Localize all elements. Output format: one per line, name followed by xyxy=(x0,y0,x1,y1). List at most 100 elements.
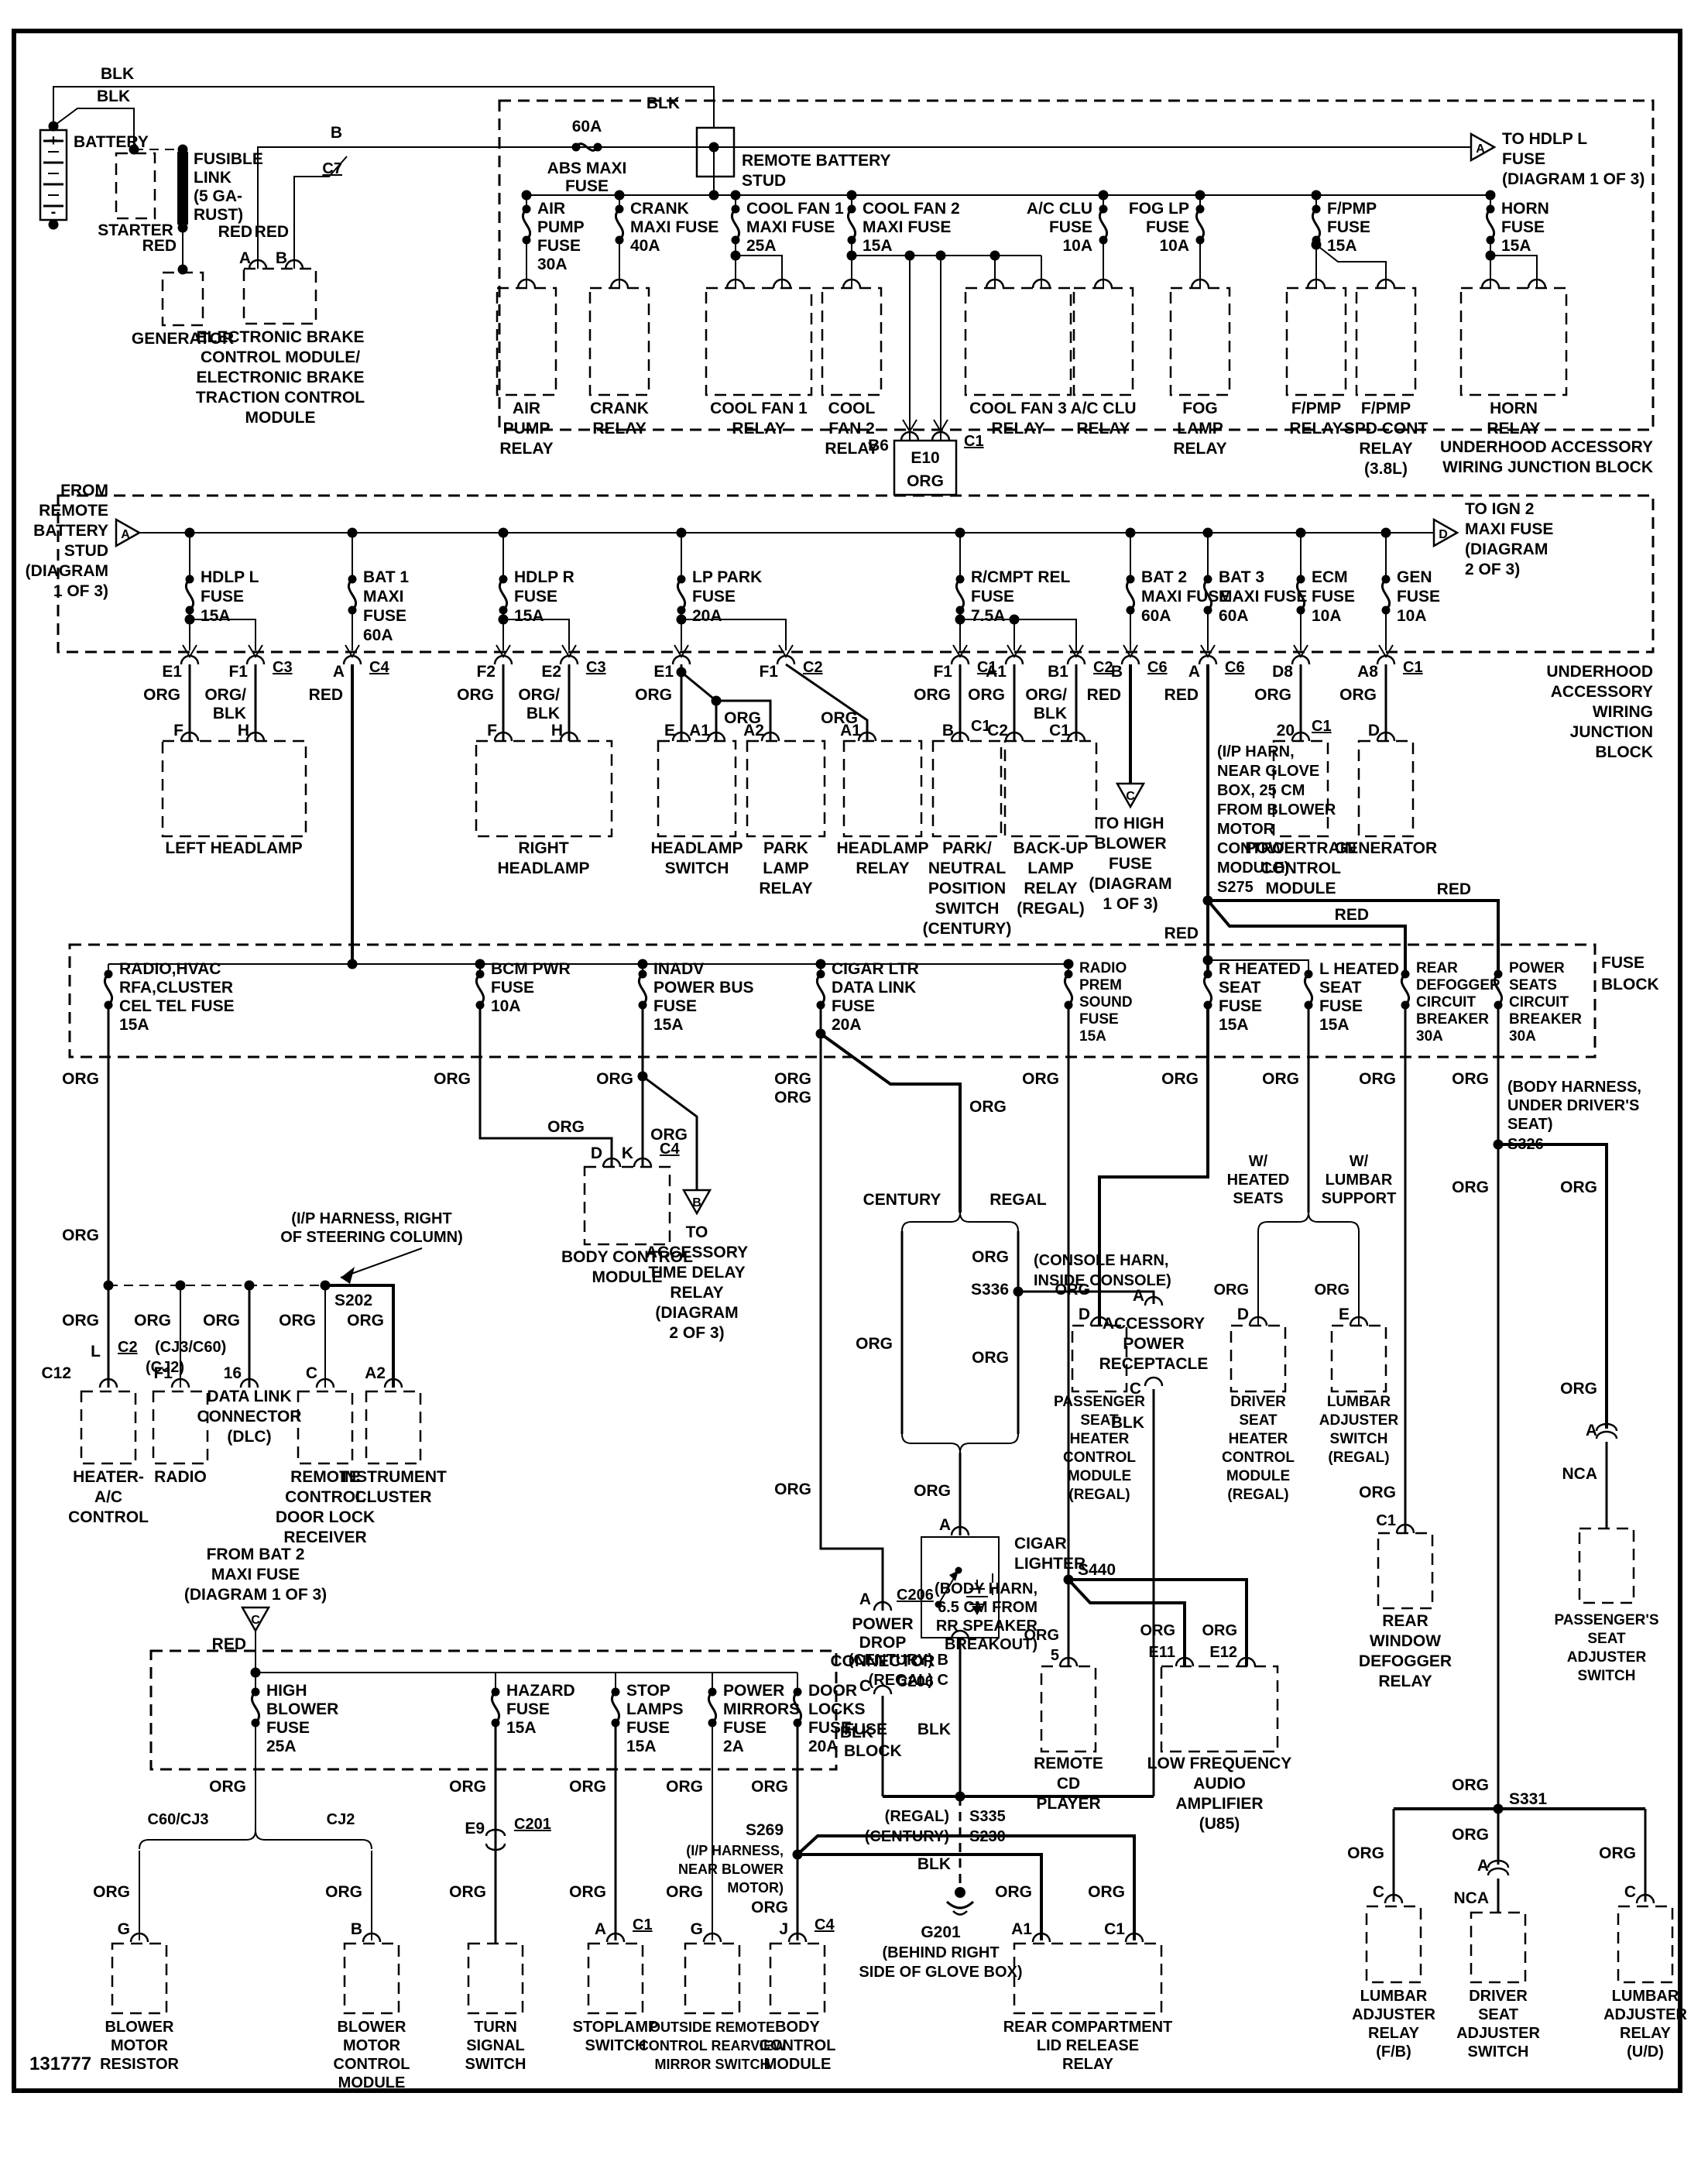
label: ORG xyxy=(972,1248,1009,1266)
label: BREAKER xyxy=(1416,1011,1489,1028)
label: C xyxy=(251,1614,260,1627)
wire xyxy=(53,86,715,128)
splice-dot xyxy=(129,144,139,155)
label: ORG xyxy=(774,1481,811,1498)
label: BLOWER xyxy=(266,1700,338,1718)
label: CENTURY xyxy=(863,1191,941,1209)
label: A xyxy=(859,1590,871,1608)
component-box xyxy=(152,1390,209,1465)
label: FUSE xyxy=(1219,997,1262,1015)
label: PASSENGER xyxy=(1054,1394,1145,1410)
label: RELAY xyxy=(732,420,785,437)
label: 15A xyxy=(201,607,231,625)
exit-arrow xyxy=(1068,644,1084,658)
label: CRANK xyxy=(590,400,649,417)
fuse-terminal xyxy=(677,606,686,615)
label: MIRROR SWITCH xyxy=(655,2057,770,2072)
label: PUMP xyxy=(537,218,585,236)
label: FROM xyxy=(60,482,108,499)
label: B xyxy=(276,249,287,267)
label: ORG xyxy=(143,686,180,704)
splice-dot xyxy=(815,959,826,969)
label: (I/P HARNESS, RIGHT xyxy=(291,1210,451,1227)
label: ADJUSTER xyxy=(1603,2006,1687,2023)
label: REGAL xyxy=(989,1191,1047,1209)
label: CIRCUIT xyxy=(1416,994,1476,1010)
label: ORG xyxy=(62,1070,99,1088)
fuse-symbol xyxy=(184,578,195,612)
arrowhead xyxy=(341,1267,355,1284)
label: NEAR BLOWER xyxy=(678,1861,784,1877)
component-box xyxy=(496,286,557,396)
label: 60A xyxy=(572,118,602,136)
label: A xyxy=(239,249,251,267)
label: 5 xyxy=(1051,1647,1059,1664)
fuse-symbol xyxy=(521,208,532,242)
brace xyxy=(139,1830,372,1850)
label: (BODY HARN, xyxy=(935,1580,1037,1597)
label: FUSE xyxy=(1601,954,1645,972)
label: POWER xyxy=(1123,1335,1184,1353)
fuse-terminal xyxy=(348,606,357,615)
label: E xyxy=(1339,1306,1350,1323)
fuse-terminal xyxy=(1195,204,1205,214)
label: (U85) xyxy=(1199,1815,1240,1833)
label: RED xyxy=(218,223,252,241)
label: E11 xyxy=(1149,1644,1175,1661)
label: MOTOR xyxy=(111,2037,169,2054)
label: ORG xyxy=(1024,1627,1059,1644)
label: DRIVER xyxy=(1469,1988,1528,2005)
label: C3 xyxy=(586,659,606,676)
label: STUD xyxy=(742,172,786,190)
wire xyxy=(190,619,256,650)
label: ORG xyxy=(325,1883,362,1901)
fuse-symbol xyxy=(955,578,965,612)
label: OUTSIDE REMOTE xyxy=(650,2019,775,2035)
label: (REGAL) xyxy=(1227,1487,1288,1503)
label: BLK xyxy=(101,65,134,83)
label: CIGAR xyxy=(1014,1535,1067,1553)
label: MOTOR) xyxy=(727,1880,784,1896)
label: 6.5 CM FROM xyxy=(938,1599,1037,1616)
label: BCM PWR xyxy=(491,960,571,978)
label: G xyxy=(691,1920,703,1938)
label: BLK xyxy=(917,1855,951,1873)
label: 10A xyxy=(1312,607,1342,625)
splice-dot xyxy=(184,614,195,625)
label: SWITCH xyxy=(1330,1431,1388,1447)
label: (CENTURY) B xyxy=(849,1652,948,1669)
label: SWITCH xyxy=(1468,2043,1529,2060)
label: B xyxy=(692,1196,701,1209)
wire xyxy=(1018,1290,1155,1304)
pin-connector xyxy=(1236,1656,1257,1667)
wire xyxy=(796,1834,1136,1940)
label: DEFOGGER xyxy=(1416,977,1501,993)
component-box xyxy=(1578,1527,1635,1604)
fuse-terminal xyxy=(571,142,581,152)
pin-connector xyxy=(842,278,862,289)
label: PARK xyxy=(763,839,808,857)
label: LOCKS xyxy=(808,1700,866,1718)
label: 1 OF 3) xyxy=(53,582,108,600)
label: UNDER DRIVER'S xyxy=(1507,1097,1639,1114)
fuse-symbol xyxy=(730,208,741,242)
label: MAXI FUSE xyxy=(746,218,835,236)
label: FUSE xyxy=(1397,588,1440,606)
label: ORG xyxy=(1213,1282,1249,1299)
pin-connector xyxy=(950,731,970,742)
label: MAXI xyxy=(363,588,404,606)
label: 2 OF 3) xyxy=(1465,561,1520,578)
label: C2 xyxy=(1093,659,1113,676)
component-box xyxy=(1072,286,1134,396)
component-box xyxy=(475,739,613,838)
splice-dot xyxy=(792,1849,803,1860)
label: DEFOGGER xyxy=(1359,1652,1452,1670)
label: LEFT HEADLAMP xyxy=(165,839,302,857)
label: C4 xyxy=(815,1916,835,1933)
label: B6 xyxy=(868,437,889,455)
label: CONNECTOR xyxy=(197,1408,302,1426)
splice-dot xyxy=(637,1071,648,1082)
label: (CENTURY) xyxy=(865,1828,949,1845)
pin-connector xyxy=(1031,278,1051,289)
label: (I/P HARN, xyxy=(1217,743,1295,760)
